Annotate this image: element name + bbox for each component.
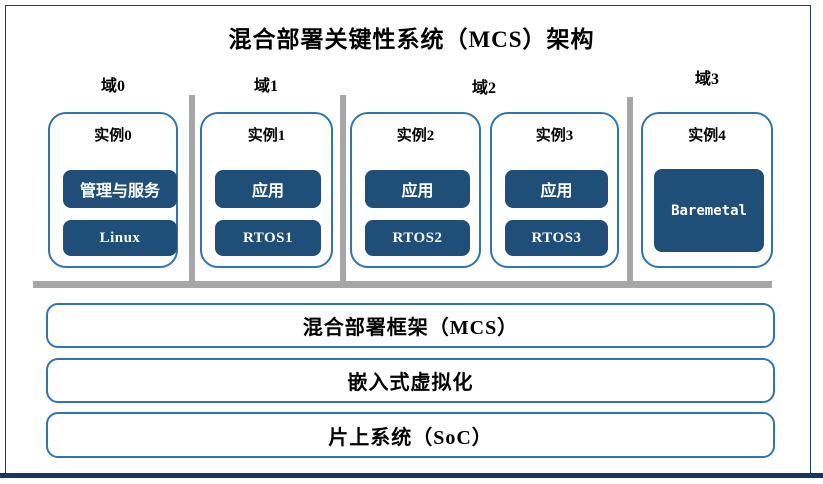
diagram-frame xyxy=(5,5,811,475)
diagram-title: 混合部署关键性系统（MCS）架构 xyxy=(228,27,595,52)
instance-label-3: 实例3 xyxy=(535,128,574,144)
component-box-baremetal: Baremetal xyxy=(654,169,764,252)
instance-label-1: 实例1 xyxy=(247,128,286,144)
instance-label-0: 实例0 xyxy=(94,128,132,144)
instance-label-2: 实例2 xyxy=(396,128,435,144)
component-box-app-1: 应用 xyxy=(215,170,321,208)
frame-bottom-bar xyxy=(0,473,823,478)
domain-label-0: 域0 xyxy=(100,78,125,95)
domain-divider-2 xyxy=(340,95,346,288)
instance-box-2: 实例2 应用 RTOS2 xyxy=(350,112,481,268)
instance-label-4: 实例4 xyxy=(688,128,726,144)
component-box-linux: Linux xyxy=(63,220,177,256)
layer-box-soc: 片上系统（SoC） xyxy=(46,412,775,458)
domain-divider-1 xyxy=(189,95,195,288)
domain-label-2: 域2 xyxy=(471,80,496,97)
component-box-rtos3: RTOS3 xyxy=(505,220,608,256)
instance-box-3: 实例3 应用 RTOS3 xyxy=(490,112,619,268)
domain-label-1: 域1 xyxy=(253,78,278,95)
domain-label-3: 域3 xyxy=(694,71,719,88)
component-box-management-services: 管理与服务 xyxy=(63,170,177,208)
domain-baseline xyxy=(33,281,772,288)
component-box-app-2: 应用 xyxy=(365,170,470,208)
domain-divider-3 xyxy=(627,97,633,288)
instance-box-1: 实例1 应用 RTOS1 xyxy=(200,112,333,268)
instance-box-4: 实例4 Baremetal xyxy=(641,112,773,268)
component-box-app-3: 应用 xyxy=(505,170,608,208)
component-box-rtos1: RTOS1 xyxy=(215,220,321,256)
component-box-rtos2: RTOS2 xyxy=(365,220,470,256)
layer-box-embedded-virtualization: 嵌入式虚拟化 xyxy=(46,358,775,403)
instance-box-0: 实例0 管理与服务 Linux xyxy=(48,112,178,268)
layer-box-mcs-framework: 混合部署框架（MCS） xyxy=(46,303,775,348)
